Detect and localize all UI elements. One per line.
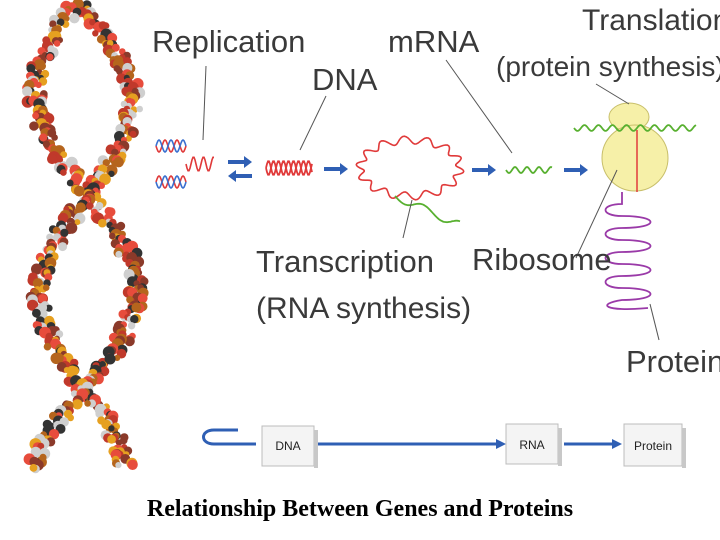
transcription-bubble (355, 135, 465, 224)
flow-box-protein: Protein (623, 423, 686, 468)
transcription-to-mrna-arrow (472, 164, 496, 176)
ribosome (573, 102, 697, 192)
protein-label: Protein (626, 344, 720, 379)
rna-synthesis-label: (RNA synthesis) (256, 292, 471, 325)
flow-protein-label: Protein (634, 439, 672, 453)
dna-to-transcription-arrow (324, 163, 348, 175)
translation-label: Translation (582, 4, 720, 37)
protein-chain (604, 192, 652, 310)
figure-caption: Relationship Between Genes and Proteins (146, 496, 574, 522)
mrna-to-ribosome-arrow (564, 164, 588, 176)
flow-rna-label: RNA (519, 438, 544, 452)
flow-dna-label: DNA (275, 439, 300, 453)
label-pointer-lines (202, 59, 660, 341)
replication-label: Replication (152, 24, 305, 59)
dna-molecule-model (21, 0, 149, 474)
dna-label: DNA (312, 62, 378, 97)
mrna-strand (505, 166, 553, 174)
protein-synthesis-label: (protein synthesis) (496, 51, 720, 82)
replication-double-arrow (228, 156, 252, 182)
central-dogma-flow: DNA RNA Protein (202, 423, 686, 468)
replication-strands (155, 138, 214, 190)
dna-helix (265, 160, 313, 176)
mrna-label: mRNA (388, 24, 480, 59)
flow-box-rna: RNA (505, 423, 562, 466)
flow-box-dna: DNA (261, 425, 318, 468)
ribosome-label: Ribosome (472, 242, 612, 277)
transcription-label: Transcription (256, 244, 434, 279)
flow-loop-arrow (202, 428, 256, 446)
